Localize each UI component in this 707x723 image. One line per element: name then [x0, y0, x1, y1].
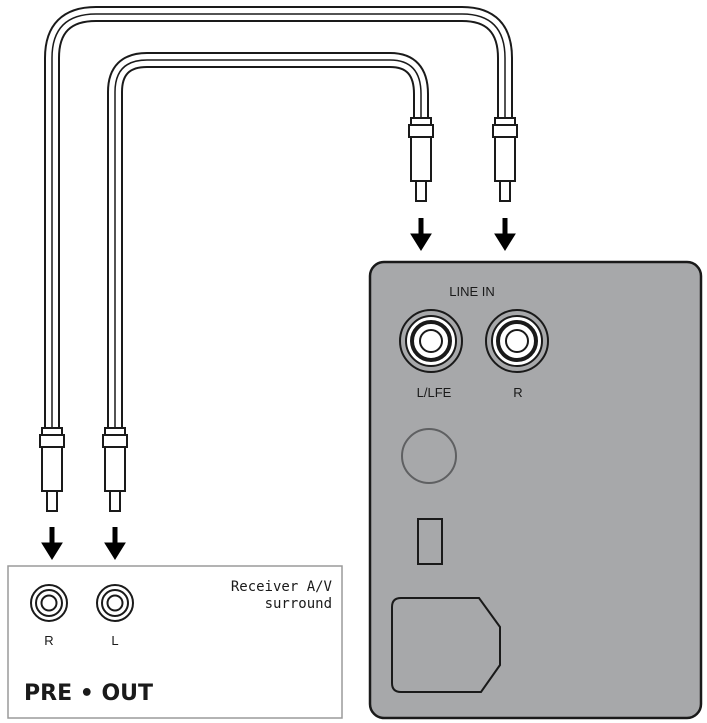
cable-left-channel: [107, 52, 429, 438]
line-in-jack-right-label: R: [513, 385, 522, 400]
arrow-down-icon: [410, 218, 432, 251]
line-in-label: LINE IN: [449, 284, 495, 299]
receiver-title-line1: Receiver A/V: [231, 579, 333, 595]
receiver-panel: R L Receiver A/V surround PRE • OUT: [7, 565, 343, 719]
arrow-down-icon: [104, 527, 126, 560]
pre-out-label: PRE • OUT: [24, 681, 153, 706]
rocker-switch[interactable]: [417, 518, 443, 565]
line-in-jack-right[interactable]: [485, 309, 549, 373]
line-in-jack-left[interactable]: [399, 309, 463, 373]
arrow-down-icon: [494, 218, 516, 251]
rca-plug-top-left: [408, 117, 434, 202]
rca-plug-bottom-right: [102, 427, 128, 512]
subwoofer-panel: LINE IN L/LFE R: [368, 260, 703, 720]
receiver-jack-left[interactable]: [96, 584, 134, 622]
power-inlet[interactable]: [391, 597, 501, 693]
receiver-title-line2: surround: [265, 596, 332, 612]
rca-plug-top-right: [492, 117, 518, 202]
receiver-jack-right-label: R: [44, 633, 53, 648]
receiver-jack-left-label: L: [111, 633, 118, 648]
rca-plug-bottom-left: [39, 427, 65, 512]
rca-cables: [44, 6, 513, 438]
line-in-jack-left-label: L/LFE: [417, 385, 452, 400]
receiver-jack-right[interactable]: [30, 584, 68, 622]
arrow-down-icon: [41, 527, 63, 560]
round-knob[interactable]: [401, 428, 457, 484]
cable-right-channel: [44, 6, 513, 438]
